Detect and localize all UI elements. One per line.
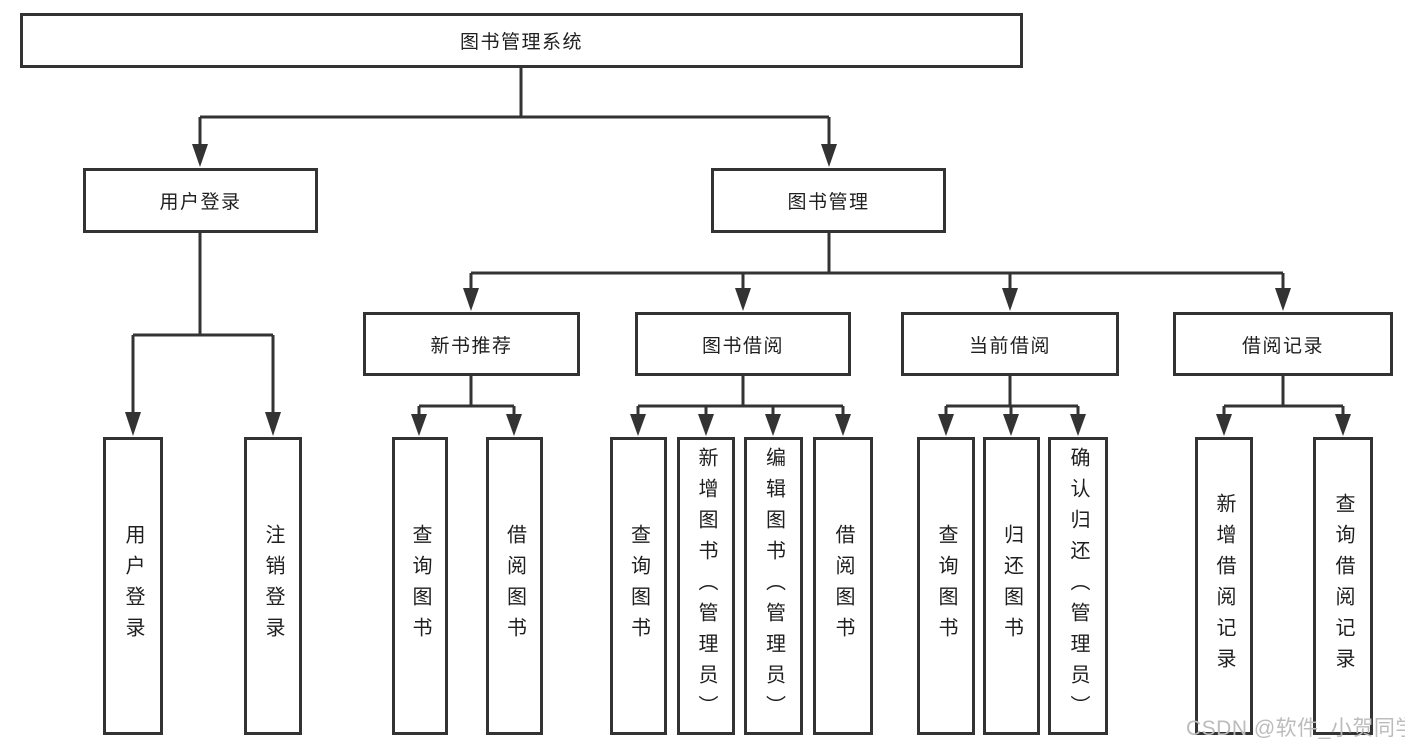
branch-node-user-login: 用户登录 [83,168,318,233]
node-label: 确认归还（管理员） [1067,446,1089,726]
node-label: 注销登录 [262,524,284,648]
node-label: 图书管理系统 [459,32,583,53]
leaf-node-edit-books-admin: 编辑图书（管理员） [744,437,803,735]
leaf-node-query-borrow-record: 查询借阅记录 [1313,437,1373,735]
node-label: 借阅记录 [1241,335,1324,357]
node-label: 当前借阅 [968,335,1051,357]
leaf-node-add-books-admin: 新增图书（管理员） [677,437,735,735]
node-label: 新增图书（管理员） [695,446,717,726]
leaf-node-return-books: 归还图书 [983,437,1040,735]
branch-node-borrow-record: 借阅记录 [1173,312,1393,376]
branch-node-book-borrow: 图书借阅 [635,312,851,376]
leaf-node-borrow-books: 借阅图书 [813,437,873,735]
branch-node-book-management: 图书管理 [711,168,946,233]
node-label: 归还图书 [1000,524,1023,648]
node-label: 新增借阅记录 [1213,493,1235,679]
leaf-node-query-books-recommend: 查询图书 [392,437,448,735]
node-label: 用户登录 [122,524,144,648]
node-label: 图书借阅 [701,335,784,357]
node-label: 借阅图书 [503,524,526,648]
leaf-node-confirm-return-admin: 确认归还（管理员） [1048,437,1108,735]
node-label: 查询图书 [409,524,431,648]
leaf-node-query-books-borrow: 查询图书 [610,437,667,735]
node-label: 用户登录 [159,192,242,213]
leaf-node-logout: 注销登录 [244,437,302,735]
node-label: 借阅图书 [832,524,854,648]
branch-node-new-book-recommend: 新书推荐 [363,312,580,376]
node-label: 新书推荐 [430,335,513,357]
leaf-node-user-login: 用户登录 [103,437,163,735]
node-label: 图书管理 [787,192,870,213]
leaf-node-add-borrow-record: 新增借阅记录 [1195,437,1253,735]
node-label: 查询图书 [935,524,957,648]
node-label: 查询图书 [627,524,650,648]
root-node-library-system: 图书管理系统 [20,13,1023,68]
branch-node-current-borrow: 当前借阅 [901,312,1119,376]
node-label: 查询借阅记录 [1332,493,1354,679]
leaf-node-borrow-books-recommend: 借阅图书 [486,437,543,735]
csdn-watermark: CSDN @软件_小贺同学 [1186,717,1405,740]
node-label: 编辑图书（管理员） [762,446,785,726]
leaf-node-query-books-current: 查询图书 [917,437,975,735]
